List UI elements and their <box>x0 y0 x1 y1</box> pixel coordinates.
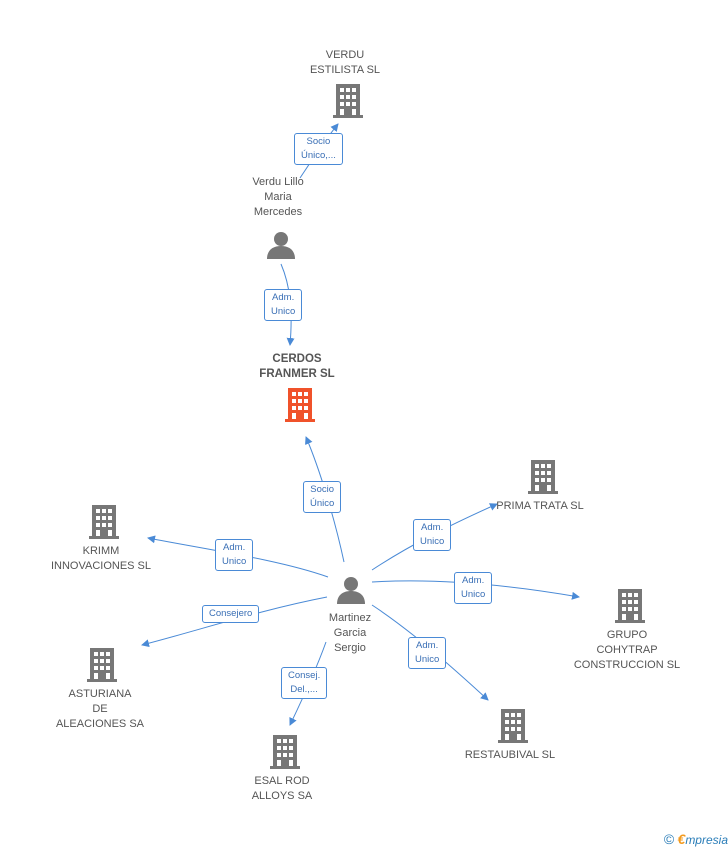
relation-consej-del-esal[interactable]: Consej. Del.,... <box>281 667 328 699</box>
label-line: DE <box>92 703 108 715</box>
node-label-martinez[interactable]: Martinez Garcia Sergio <box>310 611 390 656</box>
node-label-verdu-lillo[interactable]: Verdu Lillo Maria Mercedes <box>232 175 324 220</box>
label-line: GRUPO <box>606 629 648 641</box>
node-label-cerdos-franmer[interactable]: CERDOS FRANMER SL <box>248 352 346 382</box>
label-line: COHYTRAP <box>596 644 658 656</box>
building-icon[interactable] <box>498 709 528 743</box>
relation-adm-unico-restaubival[interactable]: Adm. Unico <box>408 637 447 669</box>
relation-line: Unico <box>271 306 296 317</box>
building-icon[interactable] <box>270 735 300 769</box>
label-line: ALEACIONES SA <box>55 718 145 730</box>
label-line: INNOVACIONES SL <box>50 560 152 572</box>
relation-adm-unico-krimm[interactable]: Adm. Unico <box>215 539 254 571</box>
label-line: Sergio <box>334 642 366 654</box>
relation-adm-unico-cerdos[interactable]: Adm. Unico <box>264 289 303 321</box>
relation-line: Unico <box>461 589 486 600</box>
label-line: ESTILISTA SL <box>309 64 381 76</box>
relation-line: Adm. <box>272 292 295 303</box>
node-label-krimm[interactable]: KRIMM INNOVACIONES SL <box>46 544 156 574</box>
main-building-icon[interactable] <box>285 388 315 422</box>
node-label-restaubival[interactable]: RESTAUBIVAL SL <box>460 748 560 763</box>
relation-line: Único,... <box>301 150 336 161</box>
building-icon[interactable] <box>89 505 119 539</box>
node-label-asturiana[interactable]: ASTURIANA DE ALEACIONES SA <box>50 687 150 732</box>
node-label-prima-trata[interactable]: PRIMA TRATA SL <box>490 499 590 514</box>
label-line: RESTAUBIVAL SL <box>464 749 556 761</box>
building-icon[interactable] <box>87 648 117 682</box>
relation-line: Adm. <box>416 640 439 651</box>
relation-consejero-asturiana[interactable]: Consejero <box>202 605 260 623</box>
relation-line: Adm. <box>421 522 444 533</box>
label-line: Garcia <box>333 627 367 639</box>
label-line: CONSTRUCCION SL <box>573 659 681 671</box>
relation-line: Unico <box>222 556 247 567</box>
relation-line: Socio <box>306 136 331 147</box>
label-line: ASTURIANA <box>68 688 132 700</box>
relation-line: Adm. <box>223 542 246 553</box>
label-line: ALLOYS SA <box>251 790 313 802</box>
relation-line: Unico <box>415 654 440 665</box>
relation-line: Consejero <box>209 608 253 619</box>
label-line: Verdu Lillo <box>252 176 304 188</box>
relation-socio-unico-cerdos[interactable]: Socio Único <box>303 481 342 513</box>
relation-adm-unico-prima[interactable]: Adm. Unico <box>413 519 452 551</box>
relation-line: Socio <box>310 484 335 495</box>
relation-line: Consej. <box>288 670 321 681</box>
relation-line: Único <box>310 498 335 509</box>
node-label-verdu-estilista[interactable]: VERDU ESTILISTA SL <box>300 48 390 78</box>
relation-line: Unico <box>420 536 445 547</box>
label-line: CERDOS <box>272 353 322 365</box>
building-icon[interactable] <box>615 589 645 623</box>
relation-line: Del.,... <box>290 684 318 695</box>
node-label-esal-rod[interactable]: ESAL ROD ALLOYS SA <box>237 774 327 804</box>
building-icon[interactable] <box>333 84 363 118</box>
relation-line: Adm. <box>462 575 485 586</box>
label-line: Martinez <box>328 612 372 624</box>
relation-adm-unico-grupo[interactable]: Adm. Unico <box>454 572 493 604</box>
person-icon[interactable] <box>266 230 296 260</box>
person-icon[interactable] <box>336 575 366 605</box>
label-line: FRANMER SL <box>259 368 335 380</box>
label-line: Mercedes <box>253 206 303 218</box>
label-line: VERDU <box>325 49 365 61</box>
label-line: PRIMA TRATA SL <box>496 500 584 512</box>
brand-name: mpresia <box>685 833 728 847</box>
footer-brand: © €mpresia <box>664 831 728 847</box>
node-label-grupo-cohytrap[interactable]: GRUPO COHYTRAP CONSTRUCCION SL <box>572 628 682 673</box>
copyright-icon: © <box>663 831 675 847</box>
label-line: KRIMM <box>82 545 120 557</box>
label-line: ESAL ROD <box>254 775 310 787</box>
building-icon[interactable] <box>528 460 558 494</box>
relation-socio-unico-verdu[interactable]: Socio Único,... <box>294 133 343 165</box>
label-line: Maria <box>264 191 292 203</box>
brand-logo-e: € <box>677 831 686 847</box>
